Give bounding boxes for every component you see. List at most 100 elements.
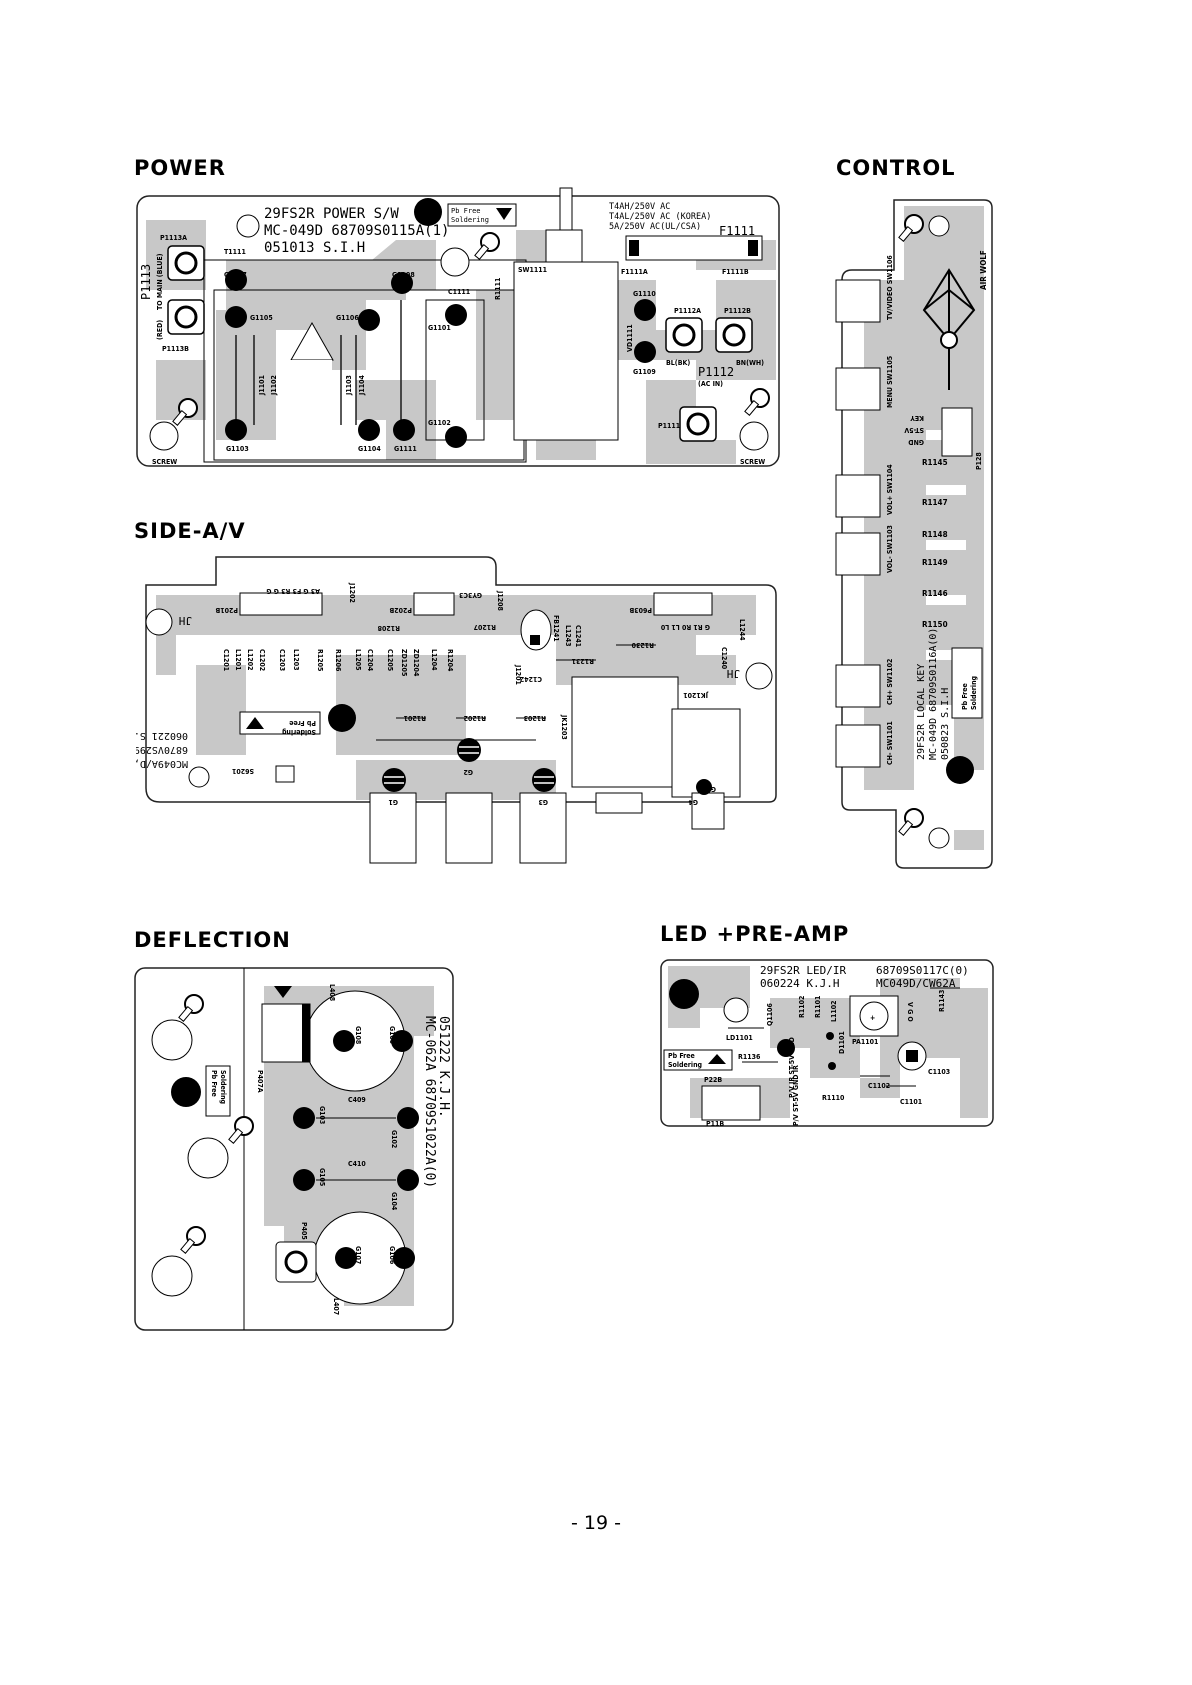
part-label: G105	[318, 1168, 326, 1186]
part-label: L1201	[234, 649, 242, 671]
part-label: R1202	[464, 714, 486, 722]
part-label: VOL- SW1103	[886, 525, 894, 573]
part-label: 29FS2R LOCAL KEY	[916, 664, 927, 760]
part-label: Soldering	[970, 676, 978, 710]
part-label: G109	[388, 1026, 396, 1044]
part-label: P/V ST-5V GND IR	[792, 1065, 800, 1126]
part-label: R1206	[334, 649, 342, 672]
part-label: BL(BK)	[666, 359, 690, 367]
screw-icon	[178, 994, 204, 1022]
part-label: MENU SW1105	[886, 356, 894, 408]
section-title-led-preamp: LED +PRE-AMP	[660, 922, 850, 946]
part-label: G104	[390, 1192, 398, 1211]
screw-icon	[172, 398, 198, 426]
part-label: P/V IR ST-5V GND	[788, 1037, 796, 1098]
lg-logo-icon	[669, 979, 699, 1009]
part-label: C1204	[366, 649, 374, 672]
part-label: 29FS2R LED/IR	[760, 964, 846, 977]
part-label: MC-062A 68709S1022A(0)	[422, 1016, 437, 1188]
part-label: R1143	[938, 990, 946, 1012]
part-label: GND	[700, 785, 716, 793]
led-preamp-board: 29FS2R LED/IR 060224 K.J.H 68709S0117C(0…	[660, 959, 994, 1128]
part-label: SCREW	[740, 458, 765, 466]
part-label: C1242	[520, 675, 542, 683]
part-label: L407	[332, 1298, 340, 1315]
part-label: G1108	[392, 271, 415, 279]
part-label: A3 G F3 R3 G G	[266, 587, 320, 595]
part-label: F1111	[719, 224, 755, 238]
part-label: Pb Free	[668, 1052, 695, 1060]
part-label: P128	[975, 452, 983, 470]
part-label: J1102	[270, 375, 278, 396]
part-label: P22B	[704, 1076, 722, 1084]
lg-logo-icon	[171, 1077, 201, 1107]
part-label: T4AL/250V AC (KOREA)	[609, 212, 711, 222]
part-label: R1201	[404, 714, 426, 722]
part-label: R1205	[316, 649, 324, 671]
part-label: JH	[179, 614, 192, 627]
part-label: MC049D/CW62A	[876, 977, 956, 990]
part-label: C1102	[868, 1082, 890, 1090]
part-label: L1244	[738, 619, 746, 641]
part-label: J1202	[348, 582, 356, 603]
part-label: G1109	[633, 368, 656, 376]
part-label: C1240	[720, 647, 728, 670]
section-title-power: POWER	[134, 156, 226, 180]
part-label: V G O	[906, 1002, 914, 1022]
part-label: R1136	[738, 1053, 761, 1061]
part-label: P405	[300, 1222, 308, 1240]
part-label: Soldering	[219, 1070, 227, 1104]
part-label: R1207	[474, 623, 496, 631]
part-label: R1101	[814, 996, 822, 1018]
part-label: R1208	[378, 624, 400, 632]
lg-logo-icon	[946, 756, 974, 784]
part-label: JH	[727, 667, 740, 680]
part-label: (AC IN)	[698, 380, 723, 388]
part-label: Q1106	[766, 1003, 774, 1026]
part-label: ZD1205	[400, 649, 408, 676]
part-label: J1208	[496, 590, 504, 611]
part-label: 68709S0117C(0)	[876, 964, 969, 977]
part-label: GY3C3	[459, 591, 482, 599]
part-label: Soldering	[668, 1061, 702, 1069]
part-label: Pb Free	[210, 1070, 218, 1097]
part-label: G1103	[226, 445, 249, 453]
part-label: TO MAIN (BLUE)	[156, 253, 164, 310]
part-label: +	[870, 1014, 875, 1022]
part-label: C1203	[278, 649, 286, 671]
part-label: G R1 R0 L1 L0	[660, 623, 710, 631]
power-board: 29FS2R POWER S/W MC-049D 68709S0115A(1) …	[136, 187, 780, 467]
part-label: JK1203	[560, 714, 568, 740]
part-label: 060221 S.I.H	[136, 730, 188, 741]
part-label: L1243	[564, 625, 572, 647]
part-label: R1230	[631, 641, 654, 649]
part-label: P1111	[658, 422, 680, 430]
part-label: C1103	[928, 1068, 950, 1076]
part-label: S6201	[232, 767, 254, 775]
part-label: PA1101	[852, 1038, 878, 1046]
part-label: G3	[538, 798, 548, 806]
control-board: TV/VIDEO SW1106 MENU SW1105 VOL+ SW1104 …	[835, 199, 993, 869]
part-label: G108	[354, 1026, 362, 1044]
part-label: C1241	[574, 625, 582, 647]
part-label: 29FS2R POWER S/W	[264, 206, 399, 222]
part-label: SCREW	[152, 458, 177, 466]
part-label: 5A/250V AC(UL/CSA)	[609, 222, 701, 232]
part-label: FB1241	[552, 615, 560, 642]
part-label: 060224 K.J.H	[760, 977, 839, 990]
part-label: ZD1204	[412, 649, 420, 677]
part-label: J1201	[514, 664, 522, 685]
part-label: 6870VS2995D(0)	[136, 744, 188, 755]
part-label: G1104	[358, 445, 381, 453]
screw-icon	[898, 808, 924, 836]
part-label: ST-5V	[904, 426, 924, 434]
part-label: P202B	[389, 606, 412, 614]
part-label: R1148	[922, 530, 948, 539]
part-label: (RED)	[156, 320, 164, 340]
part-label: CH+ SW1102	[886, 659, 894, 705]
part-label: D1101	[838, 1031, 846, 1054]
screw-icon	[744, 388, 770, 416]
section-title-deflection: DEFLECTION	[134, 928, 291, 952]
part-label: G1111	[394, 445, 417, 453]
part-label: T4AH/250V AC	[609, 202, 670, 212]
